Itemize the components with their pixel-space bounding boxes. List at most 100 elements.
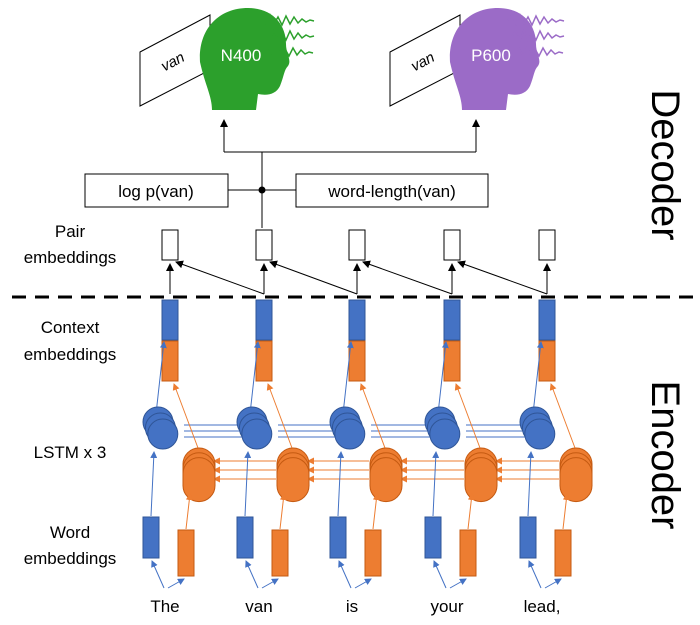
- context-embedding-backward: [348, 340, 366, 382]
- forward-to-context-arrow: [155, 341, 167, 415]
- word-length-label: word-length(van): [327, 182, 456, 201]
- decoder-output-p600: van P600: [389, 8, 565, 110]
- forward-lstm-cell: [429, 418, 461, 450]
- embedding-to-lstm-arrow: [372, 493, 380, 530]
- word-to-embedding-arrow: [433, 560, 447, 589]
- backward-lstm-cell: [276, 457, 310, 503]
- forward-to-context-arrow: [532, 341, 544, 415]
- context-embedding-backward: [161, 340, 179, 382]
- backward-to-context-arrow: [172, 383, 199, 449]
- feature-box-left: log p(van): [84, 173, 229, 208]
- backward-to-context-arrow: [359, 383, 386, 449]
- word-embedding-backward: [364, 529, 382, 577]
- embedding-to-lstm-arrow: [467, 493, 475, 530]
- pair-embedding-arrow: [457, 260, 548, 295]
- eeg-wave-icon: [261, 27, 315, 42]
- pair-embeddings-label-line1: Pair: [55, 222, 86, 241]
- lstm-label: LSTM x 3: [34, 443, 107, 462]
- eeg-wave-icon: [514, 45, 564, 58]
- forward-to-context-arrow: [437, 341, 449, 415]
- word-embeddings-label-line2: embeddings: [24, 549, 117, 568]
- junction-dot: [258, 186, 266, 194]
- backward-lstm-cell: [182, 457, 216, 503]
- eeg-wave-icon: [507, 13, 565, 27]
- pair-embedding-arrow: [362, 260, 453, 295]
- embedding-to-lstm-arrow: [150, 451, 158, 517]
- forward-to-context-arrow: [249, 341, 261, 415]
- embedding-to-lstm-arrow: [527, 451, 535, 517]
- word-embedding-backward: [554, 529, 572, 577]
- word-to-embedding-arrow: [167, 578, 185, 589]
- forward-lstm-cell: [147, 418, 179, 450]
- context-embedding-forward: [348, 299, 366, 341]
- word-columns: The van is your lead,: [142, 229, 593, 616]
- word-to-embedding-arrow: [528, 560, 542, 589]
- embedding-to-lstm-arrow: [279, 493, 287, 530]
- n400-label: N400: [221, 46, 262, 65]
- eeg-wave-icon: [257, 13, 315, 27]
- backward-to-context-arrow: [454, 383, 481, 449]
- forward-lstm-cell: [334, 418, 366, 450]
- forward-lstm-cell: [241, 418, 273, 450]
- word-to-embedding-arrow: [338, 560, 352, 589]
- word-embedding-forward: [236, 516, 254, 559]
- pair-embedding-box: [348, 229, 366, 261]
- context-embeddings-label-line2: embeddings: [24, 345, 117, 364]
- word-to-embedding-arrow: [151, 560, 165, 589]
- side-labels: Pair embeddings Context embeddings LSTM …: [24, 222, 117, 568]
- input-word: is: [346, 597, 358, 616]
- context-embedding-backward: [538, 340, 556, 382]
- embedding-to-lstm-arrow: [244, 451, 252, 517]
- pair-embedding-box: [255, 229, 273, 261]
- word-embeddings-label-line1: Word: [50, 523, 90, 542]
- context-embedding-backward: [443, 340, 461, 382]
- pair-embedding-box: [538, 229, 556, 261]
- input-word: van: [245, 597, 272, 616]
- word-to-embedding-arrow: [544, 578, 562, 589]
- word-embedding-backward: [177, 529, 195, 577]
- embedding-to-lstm-arrow: [337, 451, 345, 517]
- word-to-embedding-arrow: [354, 578, 372, 589]
- backward-lstm-cell: [369, 457, 403, 503]
- encoder-title: Encoder: [643, 381, 687, 530]
- context-embedding-forward: [538, 299, 556, 341]
- context-embedding-backward: [255, 340, 273, 382]
- word-embedding-forward: [519, 516, 537, 559]
- word-embedding-forward: [424, 516, 442, 559]
- context-embedding-forward: [255, 299, 273, 341]
- pair-embedding-arrow: [175, 260, 265, 295]
- pair-embedding-box: [161, 229, 179, 261]
- p600-label: P600: [471, 46, 511, 65]
- backward-lstm-cell: [559, 457, 593, 503]
- backward-to-context-arrow: [549, 383, 576, 449]
- word-to-embedding-arrow: [245, 560, 259, 589]
- decoder-output-n400: van N400: [139, 8, 315, 110]
- embedding-to-lstm-arrow: [562, 493, 570, 530]
- context-embeddings-label-line1: Context: [41, 318, 100, 337]
- backward-lstm-cell: [464, 457, 498, 503]
- pair-embedding-box: [443, 229, 461, 261]
- eeg-wave-icon: [264, 45, 314, 58]
- input-word: your: [430, 597, 463, 616]
- pair-embeddings-label-line2: embeddings: [24, 248, 117, 267]
- word-embedding-forward: [142, 516, 160, 559]
- forward-to-context-arrow: [342, 341, 354, 415]
- forward-lstm-cell: [524, 418, 556, 450]
- decoder-title: Decoder: [643, 89, 687, 240]
- eeg-wave-icon: [511, 27, 565, 42]
- input-word: The: [150, 597, 179, 616]
- pair-embedding-arrow: [269, 260, 358, 295]
- embedding-to-lstm-arrow: [432, 451, 440, 517]
- word-embedding-backward: [459, 529, 477, 577]
- word-to-embedding-arrow: [449, 578, 467, 589]
- log-prob-label: log p(van): [118, 182, 194, 201]
- backward-to-context-arrow: [266, 383, 293, 449]
- input-word: lead,: [524, 597, 561, 616]
- context-embedding-forward: [443, 299, 461, 341]
- feature-box-right: word-length(van): [295, 173, 489, 208]
- word-embedding-backward: [271, 529, 289, 577]
- word-to-embedding-arrow: [261, 578, 279, 589]
- context-embedding-forward: [161, 299, 179, 341]
- word-embedding-forward: [329, 516, 347, 559]
